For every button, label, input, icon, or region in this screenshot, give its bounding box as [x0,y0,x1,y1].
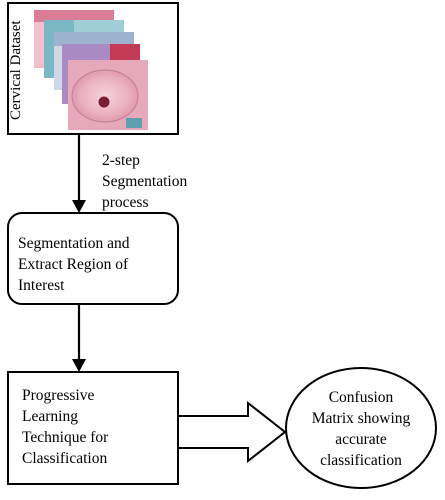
result-label: Confusion Matrix showing accurate classi… [311,389,411,469]
dataset-label: Cervical Dataset [8,20,24,120]
segmentation-box [7,212,179,305]
arrow-dataset-to-segmentation [72,134,86,213]
result-ellipse [285,367,437,489]
segmentation-label: Segmentation and Extract Region of Inter… [18,235,130,294]
cell-image-stack [34,10,148,130]
learning-label: Progressive Learning Technique for Class… [22,387,109,467]
block-arrow-to-result [177,400,287,464]
cell-nucleus [98,96,110,108]
arrow-segmentation-to-learning [72,304,86,372]
learning-box [7,371,179,485]
edge-label-segmentation-process: 2-step Segmentation process [102,152,188,211]
